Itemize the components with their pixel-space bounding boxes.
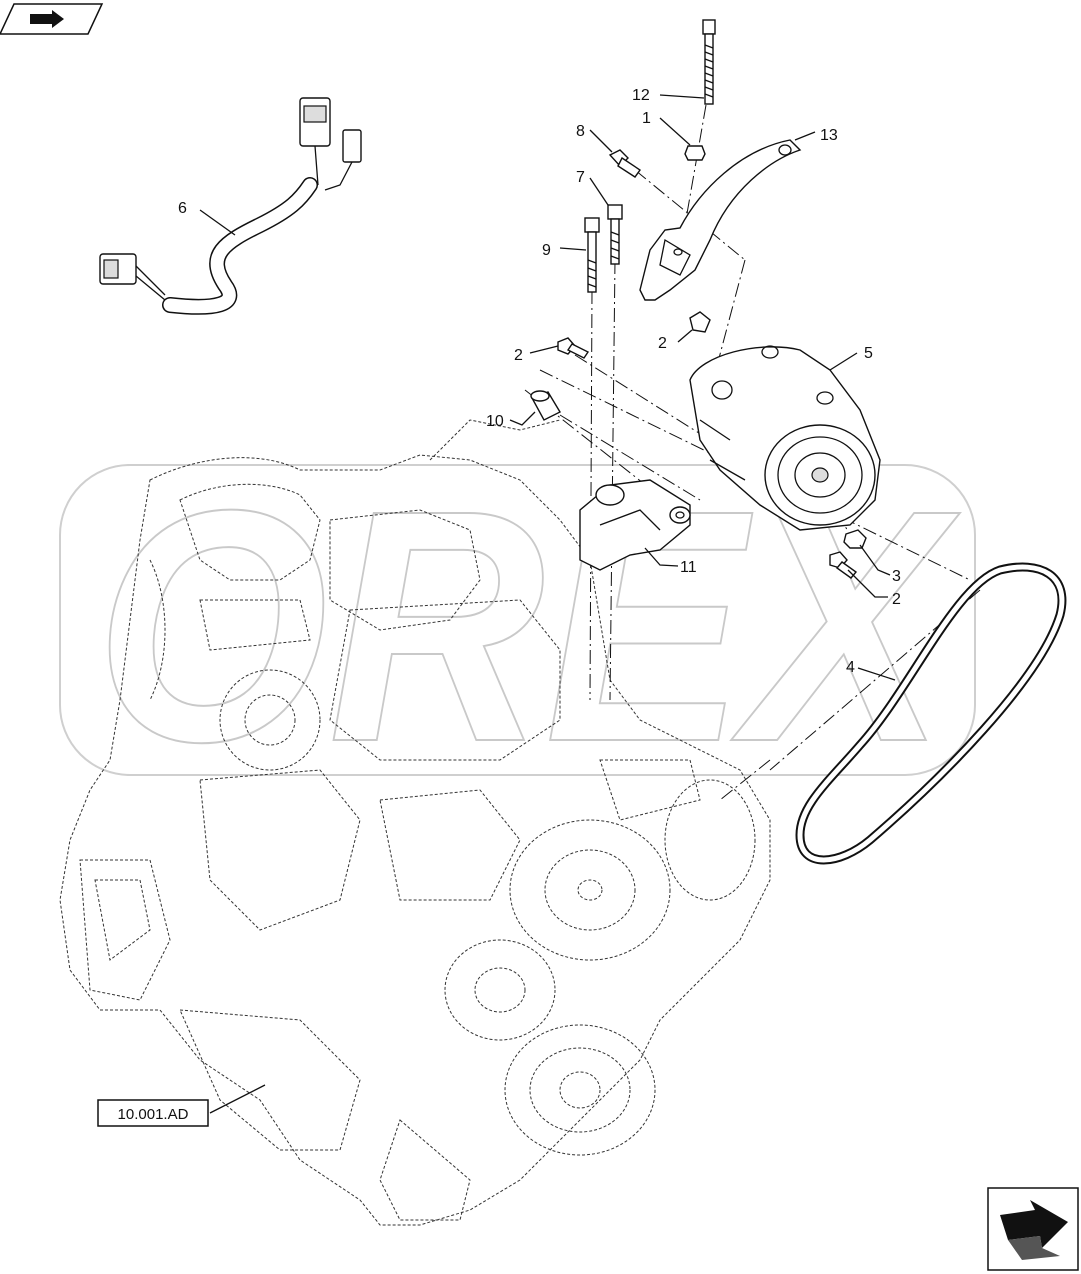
- leader-lines: [199, 94, 896, 1114]
- part-screw-2-upper[interactable]: [689, 311, 711, 333]
- reference-label: 10.001.AD: [118, 1106, 189, 1123]
- part-bolt-7[interactable]: [607, 204, 623, 265]
- part-belt-tensioner[interactable]: [579, 479, 691, 571]
- next-page-arrow-icon[interactable]: [987, 1187, 1079, 1271]
- callout-2-middle: 2: [514, 347, 523, 364]
- part-bolt-long[interactable]: [702, 19, 716, 105]
- callout-13: 13: [820, 127, 838, 144]
- reference-box[interactable]: 10.001.AD: [97, 1099, 209, 1127]
- callout-10: 10: [486, 413, 504, 430]
- part-bracket[interactable]: [639, 139, 802, 301]
- part-ac-compressor[interactable]: [689, 345, 881, 531]
- callout-12: 12: [632, 87, 650, 104]
- callout-11: 11: [680, 559, 697, 576]
- callout-9: 9: [542, 242, 551, 259]
- engine-outline: [59, 419, 771, 1226]
- callout-1: 1: [642, 110, 651, 127]
- part-nut-small[interactable]: [684, 145, 706, 161]
- callout-3: 3: [892, 568, 901, 585]
- callout-8: 8: [576, 123, 585, 140]
- part-screw-2-middle[interactable]: [557, 337, 590, 359]
- callout-2-lower: 2: [892, 591, 901, 608]
- part-bolt-9[interactable]: [584, 217, 600, 293]
- part-sleeve[interactable]: [530, 390, 561, 421]
- part-screw-2-lower[interactable]: [829, 551, 858, 579]
- callout-2-upper: 2: [658, 335, 667, 352]
- part-wire-harness[interactable]: [99, 97, 362, 315]
- callout-labels: 12 1 13 8 7 9 6 2 2 5 10 11 3 2 4: [178, 87, 901, 676]
- callout-4: 4: [846, 659, 855, 676]
- callout-7: 7: [576, 169, 585, 186]
- assembly-lines: [524, 104, 981, 801]
- prev-page-arrow-icon[interactable]: [0, 3, 104, 35]
- callout-5: 5: [864, 345, 873, 362]
- part-drive-belt[interactable]: [795, 562, 1067, 865]
- part-bolt-short-8[interactable]: [608, 149, 641, 178]
- callout-6: 6: [178, 200, 187, 217]
